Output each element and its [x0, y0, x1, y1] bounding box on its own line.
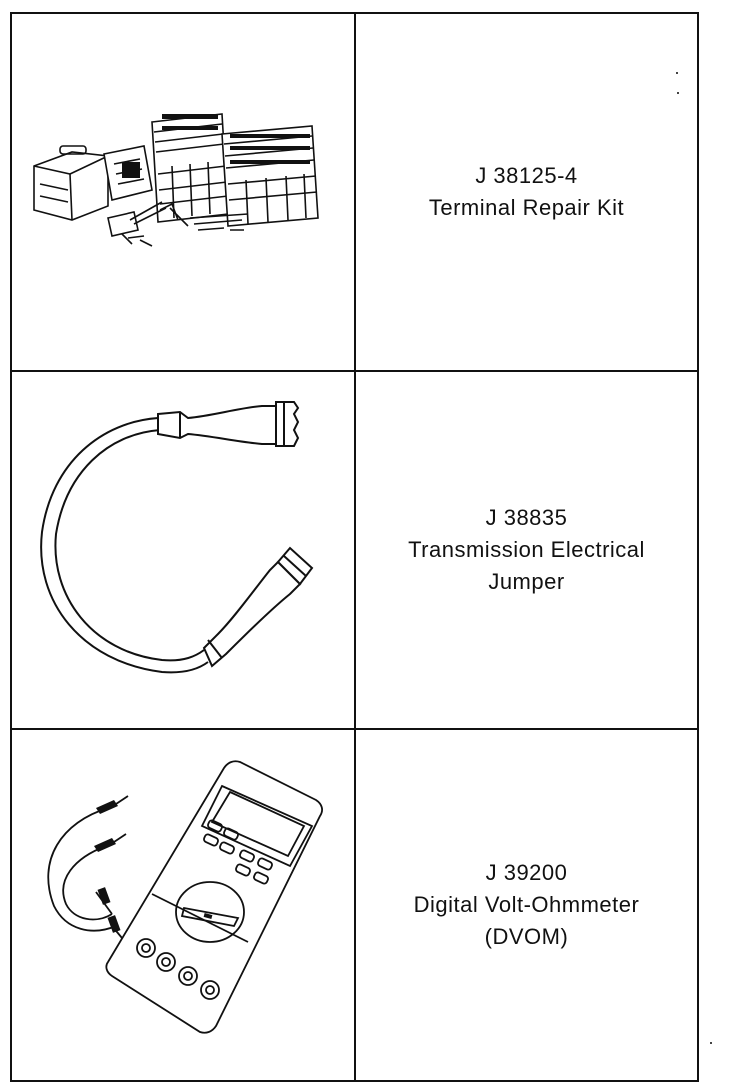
tool-name: (DVOM) — [484, 924, 569, 949]
tool-name: Jumper — [488, 569, 565, 594]
tool-row: J 38835 Transmission Electrical Jumper — [12, 372, 697, 730]
tool-name: Transmission Electrical — [408, 537, 645, 562]
tool-illustration-cell — [12, 730, 356, 1080]
tool-number: J 38125-4 — [475, 163, 578, 188]
tool-description: J 39200 Digital Volt-Ohmmeter (DVOM) — [356, 730, 697, 1080]
dvom-illustration — [47, 760, 323, 1034]
tool-table: J 38125-4 Terminal Repair Kit — [10, 12, 699, 1082]
tool-description: J 38125-4 Terminal Repair Kit — [356, 14, 697, 370]
tool-description: J 38835 Transmission Electrical Jumper — [356, 372, 697, 728]
tool-row: J 39200 Digital Volt-Ohmmeter (DVOM) — [12, 730, 697, 1080]
tool-number: J 39200 — [485, 860, 568, 885]
tool-name: Terminal Repair Kit — [428, 195, 625, 220]
tool-number: J 38835 — [485, 505, 568, 530]
tool-illustration-cell — [12, 14, 356, 370]
tool-name: Digital Volt-Ohmmeter — [413, 892, 640, 917]
terminal-repair-kit-illustration — [33, 113, 319, 247]
scan-speck — [677, 92, 679, 94]
transmission-jumper-illustration — [40, 401, 314, 674]
scan-speck — [676, 72, 678, 74]
scan-speck — [710, 1042, 712, 1044]
tool-illustration-cell — [12, 372, 356, 728]
tool-row: J 38125-4 Terminal Repair Kit — [12, 14, 697, 372]
